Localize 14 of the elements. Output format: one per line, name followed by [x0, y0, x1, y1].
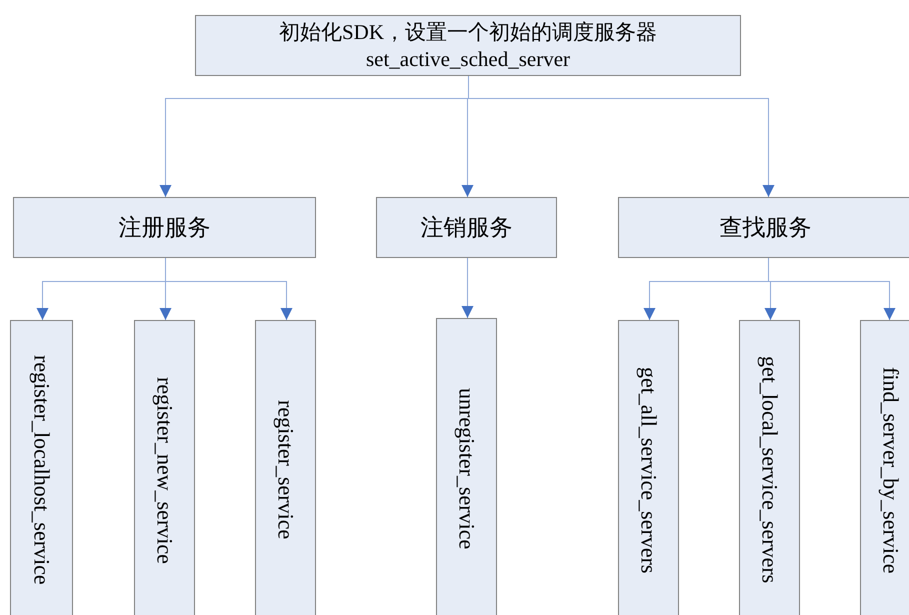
- function-box: find_server_by_service: [860, 320, 909, 615]
- init-box: 初始化SDK，设置一个初始的调度服务器 set_active_sched_server: [195, 15, 741, 76]
- function-box: register_localhost_service: [10, 320, 73, 615]
- arrow: [768, 258, 896, 320]
- service-box: 查找服务: [618, 197, 909, 258]
- arrow: [462, 258, 474, 318]
- service-box: 注册服务: [13, 197, 316, 258]
- service-box: 注销服务: [376, 197, 557, 258]
- arrow: [165, 258, 292, 320]
- function-box: register_new_service: [134, 320, 195, 615]
- function-box: register_service: [255, 320, 316, 615]
- function-box: get_all_service_servers: [618, 320, 679, 615]
- function-box: get_local_service_servers: [739, 320, 800, 615]
- function-box: unregister_service: [436, 318, 497, 615]
